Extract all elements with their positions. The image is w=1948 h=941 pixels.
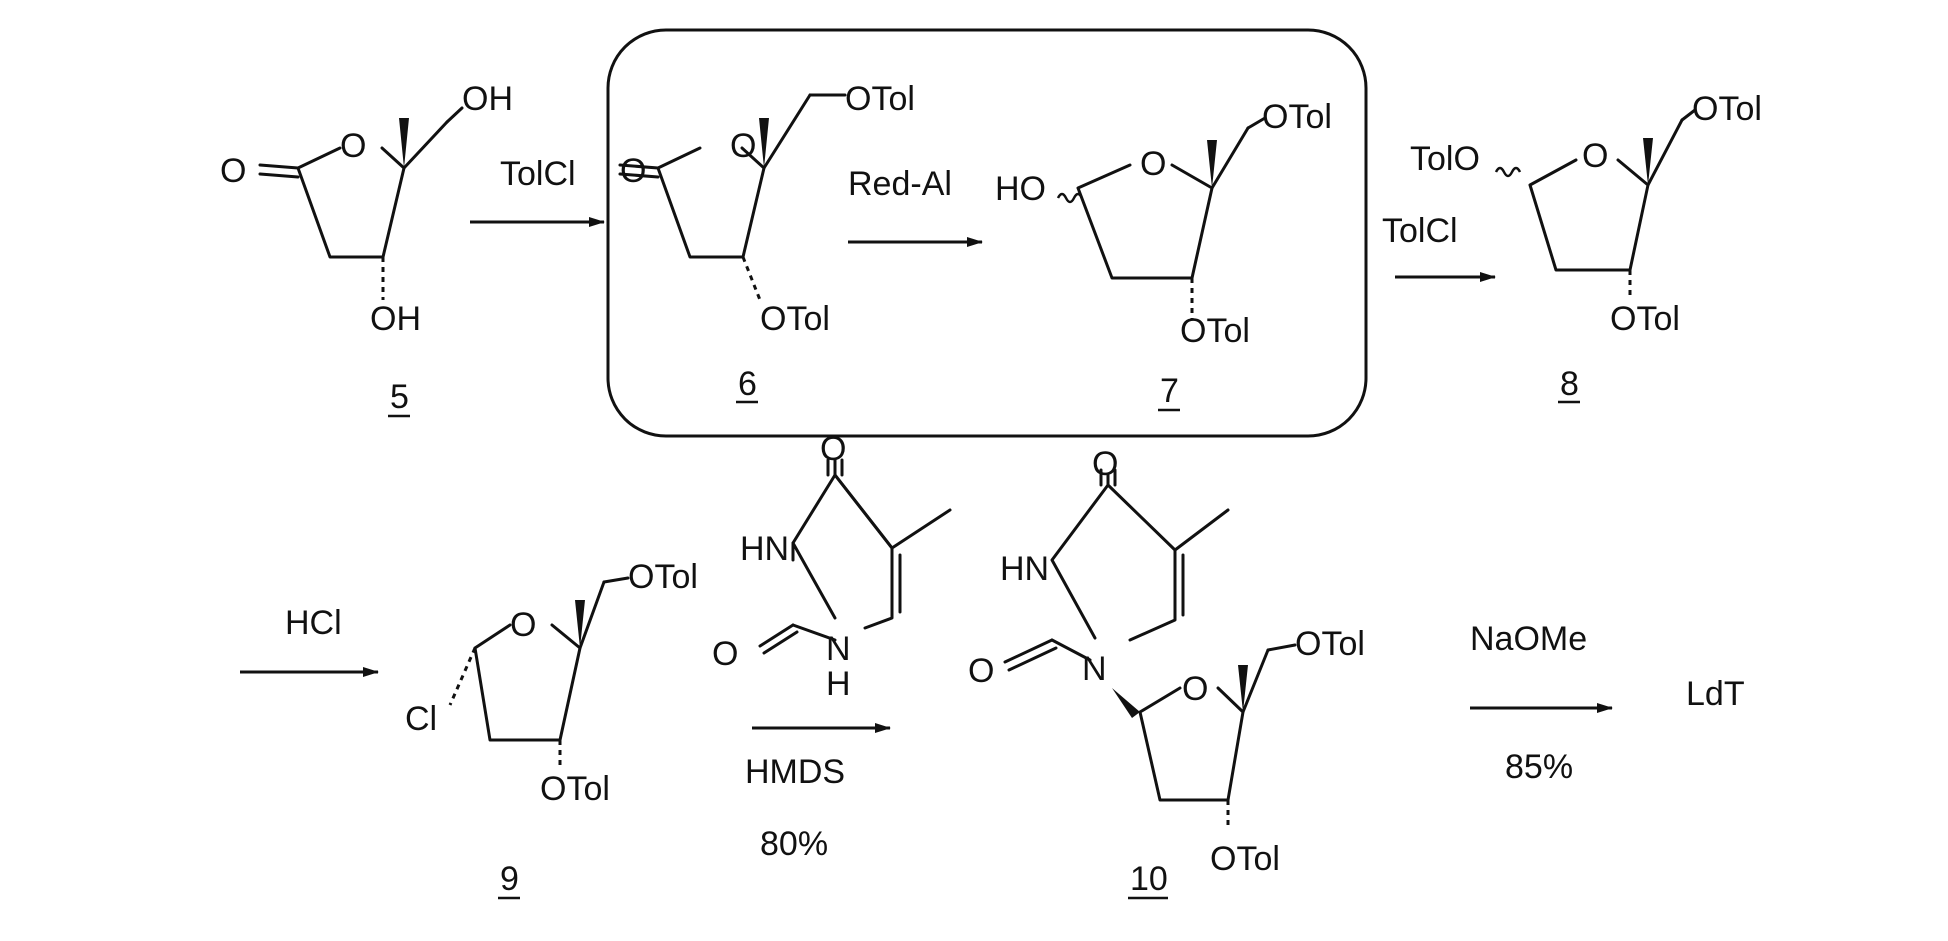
compound-label-7: 7 — [1160, 372, 1179, 410]
compound-label-8: 8 — [1560, 365, 1579, 403]
reagent-step3: TolCl — [1382, 212, 1458, 250]
thymine-nh: HN — [740, 530, 789, 568]
compound-9: Cl O OTol OTol 9 — [405, 558, 698, 898]
thymine-h-bottom: H — [826, 665, 851, 703]
c7-sub-top: OTol — [1262, 98, 1332, 136]
reaction-arrow-6: NaOMe 85% — [1470, 620, 1612, 786]
c8-ring-o: O — [1582, 137, 1608, 175]
reagent-step2: Red-Al — [848, 165, 952, 203]
compound-8: TolO O OTol OTol 8 — [1410, 90, 1762, 403]
compound-label-9: 9 — [500, 860, 519, 898]
c8-sub-top: OTol — [1692, 90, 1762, 128]
compound-label-5: 5 — [390, 378, 409, 416]
c10-o-top: O — [1092, 445, 1118, 483]
reagent-step1: TolCl — [500, 155, 576, 193]
reaction-arrow-2: Red-Al — [848, 165, 982, 242]
compound-5: O O OH OH 5 — [220, 80, 513, 416]
c5-carbonyl-o: O — [220, 152, 246, 190]
c9-sub-top: OTol — [628, 558, 698, 596]
c7-sub-left: HO — [995, 170, 1046, 208]
thymine-n-bottom: N — [826, 630, 851, 668]
compound-7: HO O OTol OTol 7 — [995, 98, 1332, 410]
c5-sub-bottom: OH — [370, 300, 421, 338]
c10-n1: N — [1082, 650, 1107, 688]
product-ldt: LdT — [1686, 675, 1745, 713]
reagent-step4: HCl — [285, 604, 342, 642]
thymine-o-top: O — [820, 430, 846, 468]
c10-sub-bottom: OTol — [1210, 840, 1280, 878]
c9-sub-left: Cl — [405, 700, 437, 738]
c10-sub-top: OTol — [1295, 625, 1365, 663]
reaction-arrow-3: TolCl — [1382, 212, 1495, 277]
compound-10: O HN O N O OTol OTol 10 — [968, 445, 1365, 898]
c5-sub-top: OH — [462, 80, 513, 118]
compound-label-10: 10 — [1130, 860, 1168, 898]
c6-ring-o: O — [730, 127, 756, 165]
thymine: O HN O N H — [712, 430, 950, 703]
reagent-step5-bottom: 80% — [760, 825, 828, 863]
c10-nh: HN — [1000, 550, 1049, 588]
c10-ring-o: O — [1182, 670, 1208, 708]
thymine-o-left: O — [712, 635, 738, 673]
c10-o-left: O — [968, 652, 994, 690]
c6-sub-bottom: OTol — [760, 300, 830, 338]
compound-label-6: 6 — [738, 365, 757, 403]
reagent-step6-top: NaOMe — [1470, 620, 1587, 658]
c7-ring-o: O — [1140, 145, 1166, 183]
c6-carbonyl-o: O — [620, 152, 646, 190]
c8-sub-bottom: OTol — [1610, 300, 1680, 338]
reaction-arrow-1: TolCl — [470, 155, 604, 222]
c9-sub-bottom: OTol — [540, 770, 610, 808]
reaction-arrow-5: HMDS 80% — [745, 728, 890, 863]
reagent-step6-bottom: 85% — [1505, 748, 1573, 786]
c9-ring-o: O — [510, 606, 536, 644]
reagent-step5-top: HMDS — [745, 753, 845, 791]
c8-sub-left: TolO — [1410, 140, 1480, 178]
reaction-arrow-4: HCl — [240, 604, 378, 672]
highlight-box-6-7 — [608, 30, 1366, 436]
c5-ring-o: O — [340, 127, 366, 165]
c7-sub-bottom: OTol — [1180, 312, 1250, 350]
c6-sub-top: OTol — [845, 80, 915, 118]
